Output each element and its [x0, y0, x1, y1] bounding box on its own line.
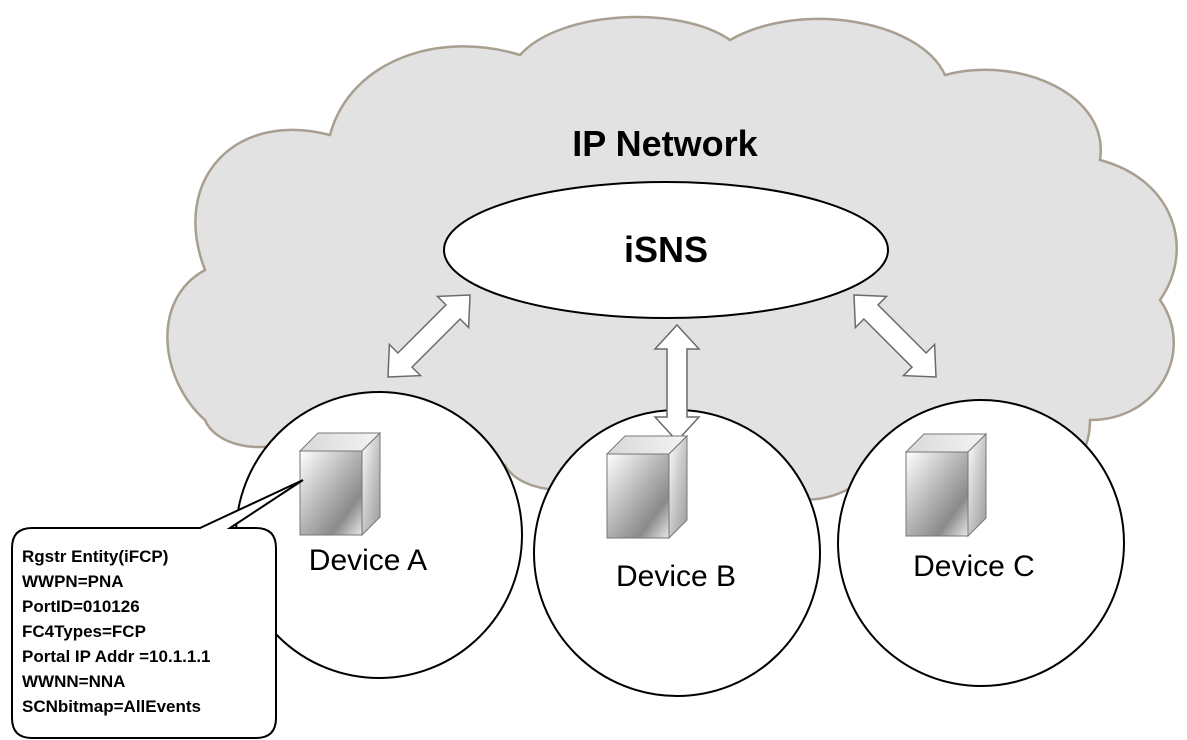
isns-label: iSNS	[624, 229, 708, 270]
isns-server-ellipse	[443, 181, 889, 319]
callout-bubble	[11, 479, 304, 739]
device-cube-icon	[606, 435, 688, 539]
registration-details: Rgstr Entity(iFCP) WWPN=PNA PortID=01012…	[22, 547, 211, 716]
callout-line: SCNbitmap=AllEvents	[22, 697, 201, 716]
device-cube-icon	[905, 433, 987, 537]
device-cube-icon	[299, 432, 381, 536]
callout-line: WWNN=NNA	[22, 672, 125, 691]
callout-line: FC4Types=FCP	[22, 622, 146, 641]
device-a-label: Device A	[309, 544, 427, 577]
callout-line: Rgstr Entity(iFCP)	[22, 547, 168, 566]
callout-line: WWPN=PNA	[22, 572, 124, 591]
device-c-label: Device C	[913, 550, 1035, 583]
callout-line: Portal IP Addr =10.1.1.1	[22, 647, 211, 666]
callout-line: PortID=010126	[22, 597, 140, 616]
network-title: IP Network	[572, 123, 758, 164]
device-b-label: Device B	[616, 560, 736, 593]
